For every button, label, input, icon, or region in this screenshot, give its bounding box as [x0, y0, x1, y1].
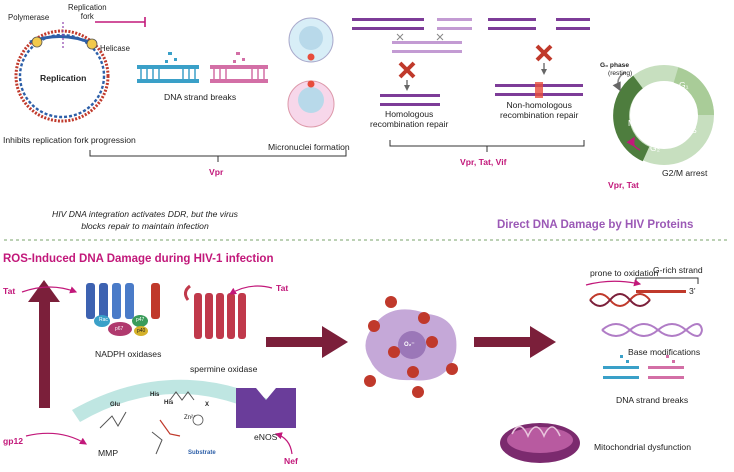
- m-phase-label: M: [628, 118, 636, 128]
- dna-breaks-top: [137, 52, 268, 83]
- replication-center-label: Replication: [40, 73, 87, 83]
- g1-label: G₁: [679, 80, 689, 90]
- mitochondrion: [500, 423, 580, 463]
- pointer-arrows: [21, 279, 642, 455]
- cell-cycle: [612, 65, 714, 165]
- helicase-label: Helicase: [100, 44, 130, 53]
- base-mod-label: Base modifications: [628, 347, 701, 357]
- mmp-his-1: His: [150, 392, 160, 398]
- base-mod-helix: [601, 323, 703, 337]
- three-prime-label: 3’: [689, 286, 696, 296]
- mito-label: Mitochondrial dysfunction: [594, 442, 691, 452]
- tat-label-2: Tat: [276, 283, 289, 293]
- top-brackets: [89, 140, 585, 162]
- mmp-glu: Glu: [110, 402, 120, 408]
- micronuclei-cells: [287, 17, 335, 128]
- polymerase-label: Polymerase: [8, 13, 50, 22]
- enos-shape: [236, 388, 296, 428]
- homologous-repair-label: Homologous recombination repair: [370, 109, 449, 129]
- repair-dna: [352, 18, 590, 106]
- integration-note: HIV DNA integration activates DDR, but t…: [52, 209, 238, 231]
- vpr-label: Vpr: [209, 167, 224, 177]
- nadph-label: NADPH oxidases: [95, 349, 162, 359]
- g2-label: G₂: [650, 143, 661, 153]
- vpr-tat-cycle-label: Vpr, Tat: [608, 180, 639, 190]
- mmp-structure: [72, 379, 270, 455]
- nadph-oxidase: [86, 283, 160, 336]
- ros-cell: [364, 296, 458, 398]
- replication-fork-label: Replication fork: [68, 3, 107, 21]
- gp12-label: gp12: [3, 436, 24, 446]
- nef-label: Nef: [284, 456, 298, 466]
- nadph-sub-rac: Rac: [99, 317, 108, 323]
- g0-phase-label: G₀ phase: [600, 62, 629, 69]
- nadph-sub-p67: p67: [115, 326, 124, 332]
- block-x-icon-2: [535, 44, 553, 62]
- nadph-sub-p47: p47: [136, 317, 145, 323]
- ros-label: O₂⁻: [404, 342, 415, 348]
- mmp-x: X: [205, 402, 210, 408]
- enos-label: eNOS: [254, 432, 278, 442]
- vpr-tat-vif-label: Vpr, Tat, Vif: [460, 157, 507, 167]
- s-phase-label: S: [691, 125, 697, 135]
- replication-plasmid: [14, 17, 146, 123]
- spermine-label: spermine oxidase: [190, 364, 258, 374]
- dna-breaks-label-top: DNA strand breaks: [164, 92, 237, 102]
- helicase-icon: [86, 38, 98, 50]
- g0-resting-label: (resting): [608, 70, 633, 77]
- g2m-arrest-label: G2/M arrest: [662, 168, 708, 178]
- block-x-icon: [398, 61, 416, 79]
- non-homologous-repair-label: Non-homologous recombination repair: [500, 100, 579, 120]
- micronuclei-label: Micronuclei formation: [268, 142, 350, 152]
- flow-arrows: [28, 280, 556, 408]
- ros-section-title: ROS-Induced DNA Damage during HIV-1 infe…: [3, 253, 274, 265]
- prone-oxidation-label: prone to oxidation: [590, 268, 659, 278]
- nadph-sub-p40: p40: [137, 328, 146, 334]
- mmp-zn: Zn²⁺: [184, 415, 197, 421]
- mmp-substrate: Substrate: [188, 450, 216, 456]
- tat-label-1: Tat: [3, 286, 16, 296]
- mmp-label: MMP: [98, 448, 119, 458]
- polymerase-icon: [31, 36, 43, 48]
- spermine-oxidase: [183, 284, 246, 339]
- direct-damage-title: Direct DNA Damage by HIV Proteins: [497, 219, 694, 231]
- replication-caption: Inhibits replication fork progression: [3, 135, 136, 145]
- mmp-his-2: His: [164, 400, 174, 406]
- dna-breaks-label-bottom: DNA strand breaks: [616, 395, 689, 405]
- g-rich-label: G-rich strand: [653, 265, 703, 275]
- dna-right: [589, 277, 703, 379]
